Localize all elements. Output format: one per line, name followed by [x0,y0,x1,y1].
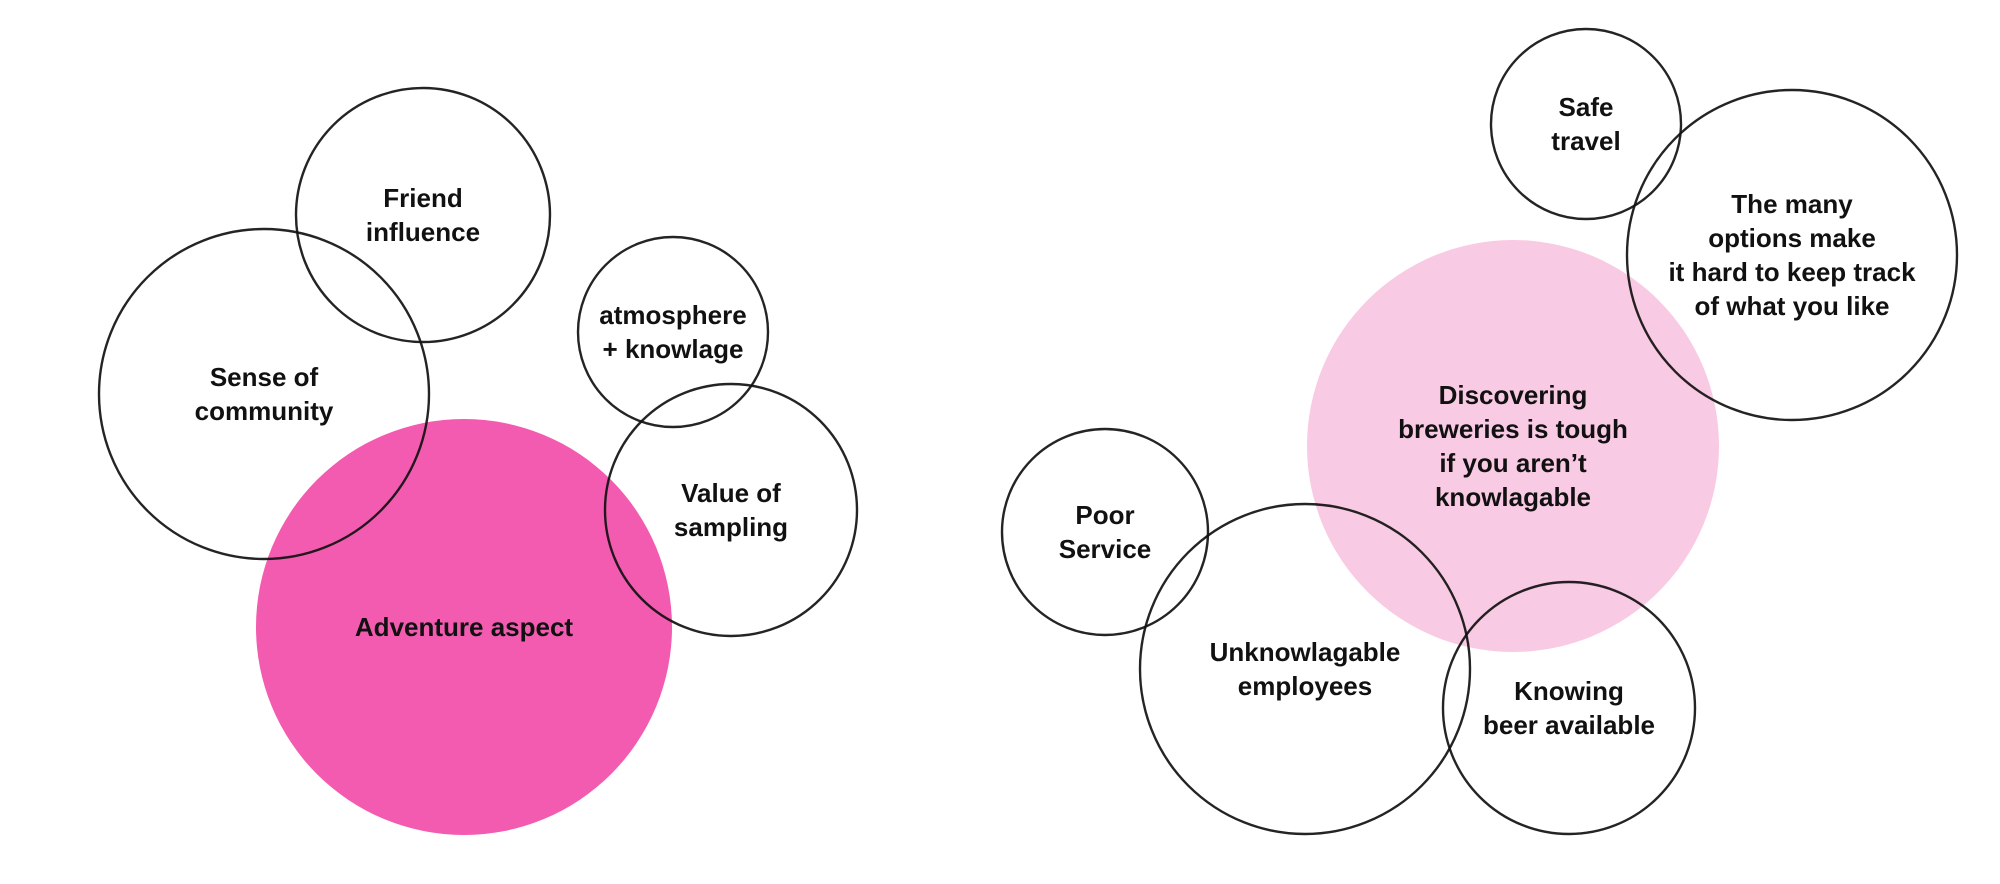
bubble-label-line: Poor [1075,500,1135,530]
bubble-label-line: The many [1731,189,1853,219]
bubble-atmosphere [576,235,770,429]
bubble-label-knowing: Knowing beer available [1483,674,1655,742]
bubble-friend [294,86,552,344]
bubble-label-line: if you aren’t [1439,448,1587,478]
bubble-label-line: + knowlage [602,334,744,364]
bubble-label-line: travel [1551,126,1621,156]
bubble-label-line: influence [365,217,481,247]
bubble-community [97,227,431,561]
bubble-employees [1138,502,1472,836]
bubble-label-line: community [194,396,334,426]
bubble-label-atmosphere: atmosphere + knowlage [599,298,746,366]
bubble-label-line: it hard to keep track [1668,257,1916,287]
bubble-label-friend: Friend influence [366,181,480,249]
bubble-label-community: Sense of community [195,360,334,428]
bubble-label-options: The many options make it hard to keep trac… [1668,187,1915,323]
bubble-safe [1489,27,1683,221]
bubble-label-sampling: Value of sampling [674,476,788,544]
bubble-sampling [603,382,859,638]
bubble-label-line: sampling [673,512,789,542]
bubble-label-line: Safe [1558,92,1614,122]
bubble-label-line: Service [1058,534,1152,564]
bubble-label-line: knowlagable [1434,482,1592,512]
bubble-adventure [256,419,672,835]
bubble-label-line: beer available [1483,710,1655,740]
bubble-label-line: atmosphere [599,300,747,330]
bubble-label-line: Unknowlagable [1209,637,1401,667]
bubble-label-line: Value of [681,478,781,508]
bubble-label-line: Discovering [1438,380,1588,410]
bubble-poor [1000,427,1210,637]
bubble-label-safe: Safe travel [1551,90,1620,158]
bubble-knowing [1441,580,1697,836]
bubble-label-line: Friend [383,183,463,213]
bubble-label-line: Knowing [1514,676,1624,706]
bubble-label-line: breweries is tough [1398,414,1628,444]
bubble-label-discovering: Discovering breweries is tough if you aren… [1398,378,1628,514]
bubble-label-line: Adventure aspect [354,612,574,642]
bubble-label-line: of what you like [1694,291,1890,321]
bubble-label-line: employees [1237,671,1373,701]
bubble-discovering [1307,240,1719,652]
bubble-label-line: options make [1708,223,1876,253]
bubble-label-line: Sense of [209,362,319,392]
bubble-options [1625,88,1959,422]
bubble-label-adventure: Adventure aspect [355,610,573,644]
bubble-label-employees: Unknowlagable employees [1210,635,1401,703]
